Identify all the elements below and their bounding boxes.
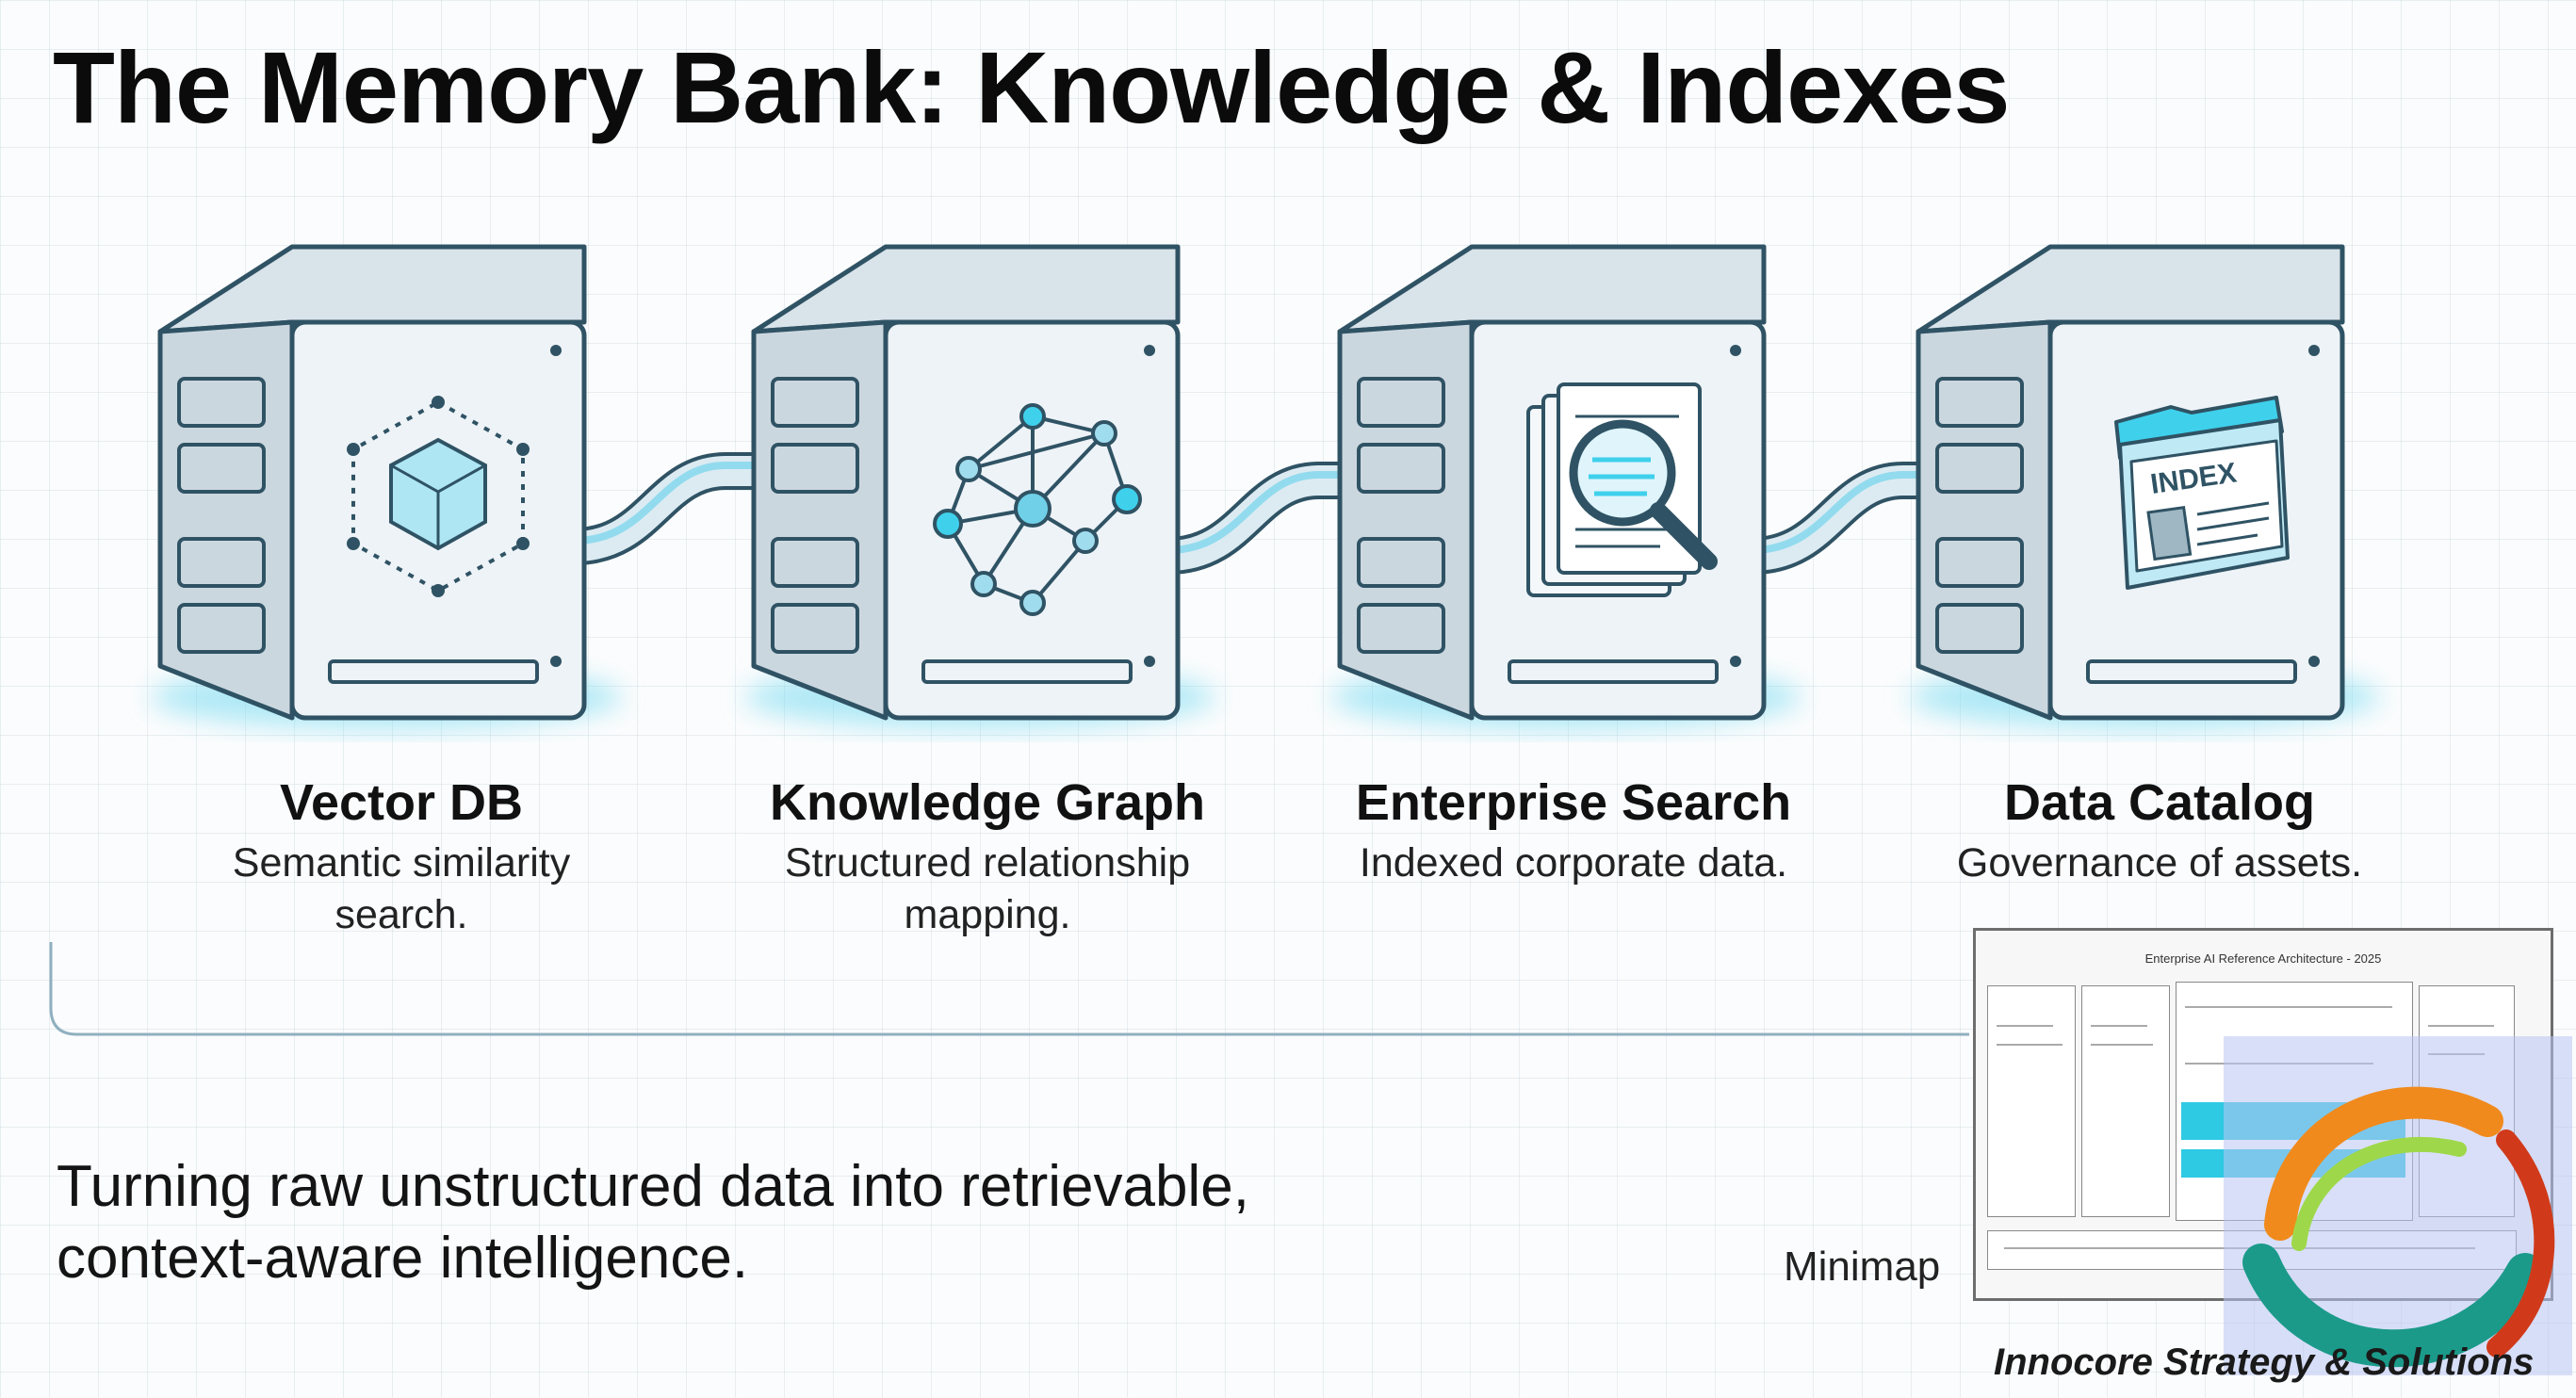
stage-caption-vector-db: Vector DB Semantic similarity search.: [138, 772, 665, 941]
server-knowledge-graph: [744, 244, 1215, 729]
stage-description: Semantic similarity search.: [232, 839, 571, 937]
cube-icon: [347, 396, 530, 597]
server-vector-db: [151, 244, 622, 729]
stage-caption-data-catalog: Data Catalog Governance of assets.: [1896, 772, 2423, 889]
stage-name: Knowledge Graph: [769, 774, 1206, 831]
network-graph-icon: [933, 403, 1142, 616]
brand-name: Innocore Strategy & Solutions: [1994, 1341, 2535, 1383]
stage-caption-enterprise-search: Enterprise Search Indexed corporate data…: [1310, 772, 1837, 889]
stage-name: Enterprise Search: [1355, 774, 1792, 831]
flow-connector-line: [49, 942, 1969, 1036]
brand-logo-icon: [2224, 1036, 2572, 1375]
server-data-catalog: INDEX: [1909, 244, 2380, 729]
pipe-1: [556, 452, 801, 565]
stage-name: Data Catalog: [2003, 774, 2316, 831]
minimap-preview-title: Enterprise AI Reference Architecture - 2…: [2144, 951, 2382, 966]
folder-index-icon: INDEX: [2114, 396, 2290, 590]
tagline: Turning raw unstructured data into retri…: [57, 1154, 1249, 1291]
page-title: The Memory Bank: Knowledge & Indexes: [53, 30, 2010, 144]
stage-caption-knowledge-graph: Knowledge Graph Structured relationship …: [724, 772, 1251, 941]
minimap-column: [1987, 985, 2076, 1217]
stage-name: Vector DB: [279, 774, 524, 831]
server-enterprise-search: [1330, 244, 1802, 729]
minimap-column: [2081, 985, 2170, 1217]
stage-description: Indexed corporate data.: [1359, 839, 1788, 886]
stage-description: Structured relationship mapping.: [784, 839, 1191, 937]
stage-description: Governance of assets.: [1956, 839, 2363, 886]
pipe-3: [1734, 462, 1979, 575]
magnifier-document-icon: [1526, 382, 1718, 597]
pipe-2: [1149, 462, 1394, 575]
minimap-label: Minimap: [1784, 1244, 1941, 1290]
